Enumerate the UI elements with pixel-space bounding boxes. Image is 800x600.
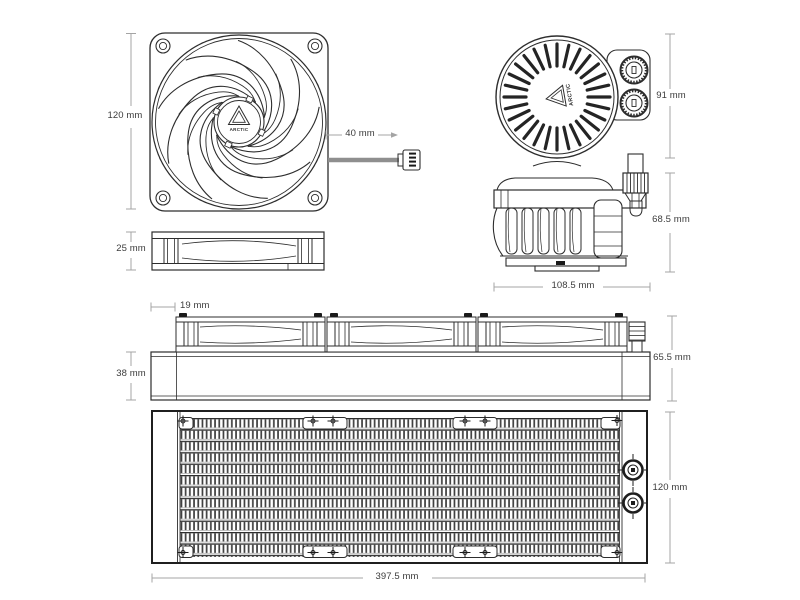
pump-elbow-housing (593, 199, 623, 259)
dim-label-cable-length: 40 mm (345, 128, 375, 139)
arctic-logo-triangle-icon (545, 84, 567, 107)
radiator-side-view (150, 313, 651, 401)
dim-label-radiator-width: 120 mm (652, 482, 688, 493)
cold-plate (534, 265, 600, 272)
fan-side-view (151, 231, 325, 271)
fan-front-view: ARCTIC (149, 32, 421, 212)
pump-hose-fitting (622, 153, 649, 217)
pump-side-view (492, 153, 649, 272)
pump-body-fins (505, 207, 582, 255)
dim-line-fan-depth (126, 231, 136, 271)
dim-label-fan-height: 120 mm (107, 110, 143, 121)
arctic-logo-text: ARCTIC (230, 127, 249, 132)
dim-label-fan-depth: 25 mm (116, 243, 146, 254)
pump-top-view: ARCTIC (495, 35, 651, 159)
dim-label-assembly-height: 65.5 mm (653, 352, 691, 363)
radiator-fin-core (180, 418, 620, 557)
pump-radial-fins (502, 42, 612, 152)
fan-connector-4pin (397, 149, 421, 171)
dim-label-radiator-length: 397.5 mm (375, 571, 419, 582)
dim-label-pump-diameter: 91 mm (656, 90, 686, 101)
dim-label-radiator-tank-offset: 19 mm (180, 300, 210, 311)
arctic-logo-pump: ARCTIC (545, 83, 575, 107)
dim-line-pump-diameter (665, 33, 675, 159)
dim-line-assembly-height (667, 315, 677, 402)
arctic-logo-text: ARCTIC (565, 83, 575, 106)
dim-line-pump-height (665, 172, 675, 273)
fan-hub: ARCTIC (212, 95, 266, 149)
dim-label-pump-height: 68.5 mm (652, 214, 690, 225)
dim-line-pump-width (493, 282, 651, 292)
fan-screw-holes (155, 38, 323, 206)
fan-mounting-clips (179, 313, 623, 317)
arctic-logo-triangle-icon (227, 104, 251, 125)
dim-label-radiator-thickness: 38 mm (116, 368, 146, 379)
radiator-top-view (151, 410, 650, 564)
dim-label-pump-width: 108.5 mm (551, 280, 595, 291)
hose-fittings (619, 55, 649, 118)
dim-line-cable-length (325, 130, 398, 140)
arctic-logo: ARCTIC (227, 104, 251, 132)
fan-cable (328, 149, 421, 171)
dim-line-fan-height (126, 33, 136, 210)
dim-line-radiator-tank-offset (150, 302, 176, 312)
dim-line-radiator-thickness (126, 351, 136, 401)
radiator-barb-fitting (628, 321, 646, 353)
dim-line-radiator-width (665, 411, 675, 564)
dim-line-radiator-length (151, 573, 646, 583)
dimension-lines (126, 33, 677, 583)
